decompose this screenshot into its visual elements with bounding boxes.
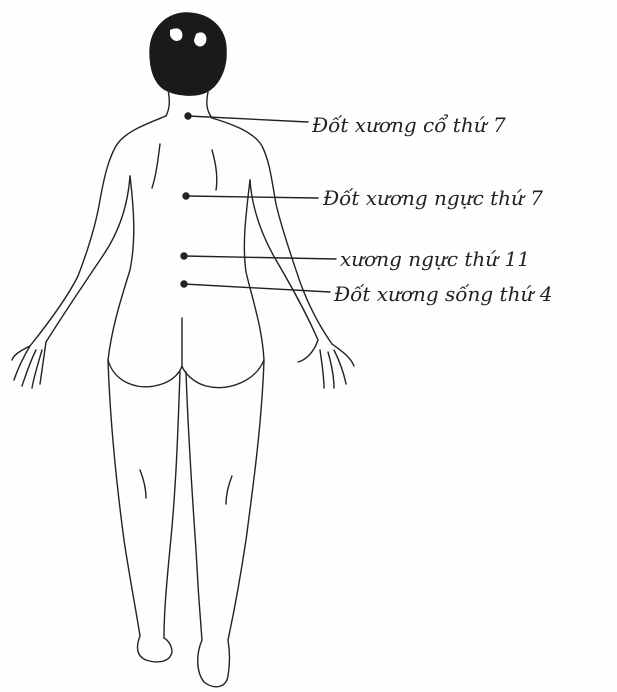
waist-left <box>108 176 134 360</box>
right-hand <box>298 340 354 388</box>
thoracic-7-leader <box>186 196 318 198</box>
thoracic-11-leader <box>184 256 336 259</box>
cervical-7-leader <box>188 116 308 122</box>
left-foot <box>138 636 172 662</box>
torso-left <box>30 116 166 346</box>
label-thoracic-7: Đốt xương ngực thứ 7 <box>323 188 543 208</box>
knee-mark <box>226 476 232 504</box>
right-leg <box>228 360 264 640</box>
torso-right <box>212 118 332 344</box>
right-inner-arm <box>250 180 318 340</box>
left-inner-arm <box>46 176 130 342</box>
shoulder-blade-left <box>152 144 160 188</box>
left-leg-inner <box>164 372 180 638</box>
label-thoracic-11: xương ngực thứ 11 <box>340 249 530 269</box>
shoulder-blade-right <box>212 150 217 190</box>
left-leg <box>108 360 140 636</box>
label-lumbar-4: Đốt xương sống thứ 4 <box>334 284 552 304</box>
knee-mark <box>140 470 146 498</box>
left-hand <box>12 342 46 388</box>
right-foot <box>198 640 230 687</box>
label-cervical-7: Đốt xương cổ thứ 7 <box>312 115 506 135</box>
lumbar-4-leader <box>184 284 330 292</box>
hair <box>150 13 226 95</box>
right-leg-inner <box>186 372 202 640</box>
